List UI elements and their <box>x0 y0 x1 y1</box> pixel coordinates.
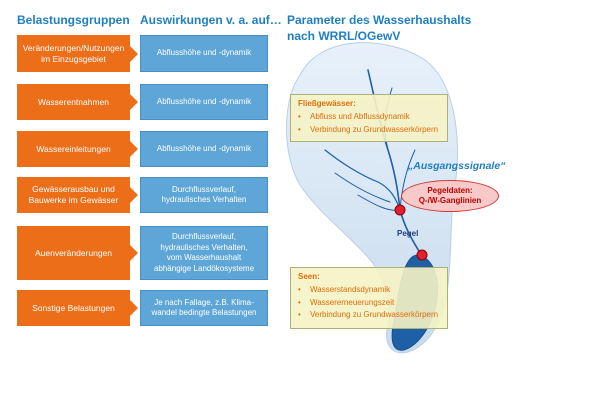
river-branch <box>399 149 416 211</box>
gauge-marker <box>416 249 428 261</box>
effect-label: hydraulisches Verhalten <box>161 195 247 204</box>
rivers-item: Verbindung zu Grundwasserkörpern <box>298 125 440 136</box>
gauge-marker <box>394 204 406 216</box>
rivers-title: Fließgewässer: <box>298 99 356 108</box>
stressor-column-header: Belastungsgruppen <box>17 13 130 27</box>
effect-label: hydraulisches Verhalten, <box>160 242 248 252</box>
parameter-column-header: Parameter des Wasserhaushalts nach WRRL/… <box>287 12 471 44</box>
rivers-item: Abfluss und Abflussdynamik <box>298 112 440 123</box>
stressor-label: Wasserentnahmen <box>37 96 110 107</box>
effect-column-header: Auswirkungen v. a. auf… <box>140 13 282 27</box>
gauge-data-line2: Q-/W-Ganglinien <box>418 196 482 205</box>
stressor-label: im Einzugsgebiet <box>41 53 106 64</box>
rivers-info-box: Fließgewässer: Abfluss und Abflussdynami… <box>290 94 448 142</box>
gauge-label: Pegel <box>397 229 419 238</box>
effect-box: Abflusshöhe und -dynamik <box>140 84 268 120</box>
stressor-label: Bauwerke im Gewässer <box>28 195 119 205</box>
effect-box: Abflusshöhe und -dynamik <box>140 35 268 72</box>
effect-label: Abflusshöhe und -dynamik <box>156 48 252 58</box>
stressor-box: Sonstige Belastungen <box>17 290 138 326</box>
effect-label: wandel bedingte Belastungen <box>151 308 257 317</box>
effect-box: Abflusshöhe und -dynamik <box>140 131 268 167</box>
lakes-info-box: Seen: Wasserstandsdynamik Wassererneueru… <box>290 267 448 329</box>
parameter-header-line2: nach WRRL/OGewV <box>287 29 401 43</box>
effect-label: vom Wasserhaushalt <box>166 253 242 262</box>
stressor-box: Wasserentnahmen <box>17 84 138 120</box>
parameter-header-line1: Parameter des Wasserhaushalts <box>287 13 472 27</box>
stressor-label: Wassereinleitungen <box>36 143 111 154</box>
effect-box: Je nach Fallage, z.B. Klima- wandel bedi… <box>140 290 268 326</box>
river-branch <box>334 172 391 203</box>
effect-label: Je nach Fallage, z.B. Klima- <box>154 297 254 307</box>
lakes-item: Wasserstandsdynamik <box>298 285 440 296</box>
effect-label: Abflusshöhe und -dynamik <box>156 143 252 153</box>
stressor-label: Auenveränderungen <box>34 247 113 258</box>
effect-label: abhängige Landökosysteme <box>153 263 255 273</box>
effect-label: Durchflussverlauf, <box>171 232 236 241</box>
stressor-box: Wassereinleitungen <box>17 131 138 167</box>
effect-label: Abflusshöhe und -dynamik <box>156 96 252 106</box>
gauge-data-bubble: Pegeldaten: Q-/W-Ganglinien <box>401 180 499 212</box>
effect-box: Durchflussverlauf, hydraulisches Verhalt… <box>140 226 268 280</box>
stressor-label: Sonstige Belastungen <box>32 302 115 313</box>
gauge-data-line1: Pegeldaten: <box>427 186 473 195</box>
lakes-item: Verbindung zu Grundwasserkörpern <box>298 310 440 321</box>
river-branch <box>324 149 401 211</box>
output-signals-label: „Ausgangssignale“ <box>408 160 506 172</box>
effect-label: Durchflussverlauf, <box>171 184 236 194</box>
stressor-label: Gewässerausbau und <box>32 184 115 194</box>
stressor-label: Veränderungen/Nutzungen <box>22 42 125 53</box>
stressor-box: Auenveränderungen <box>17 226 138 280</box>
effect-box: Durchflussverlauf, hydraulisches Verhalt… <box>140 177 268 213</box>
lakes-item: Wassererneuerungszeit <box>298 298 440 309</box>
lakes-title: Seen: <box>298 272 320 281</box>
